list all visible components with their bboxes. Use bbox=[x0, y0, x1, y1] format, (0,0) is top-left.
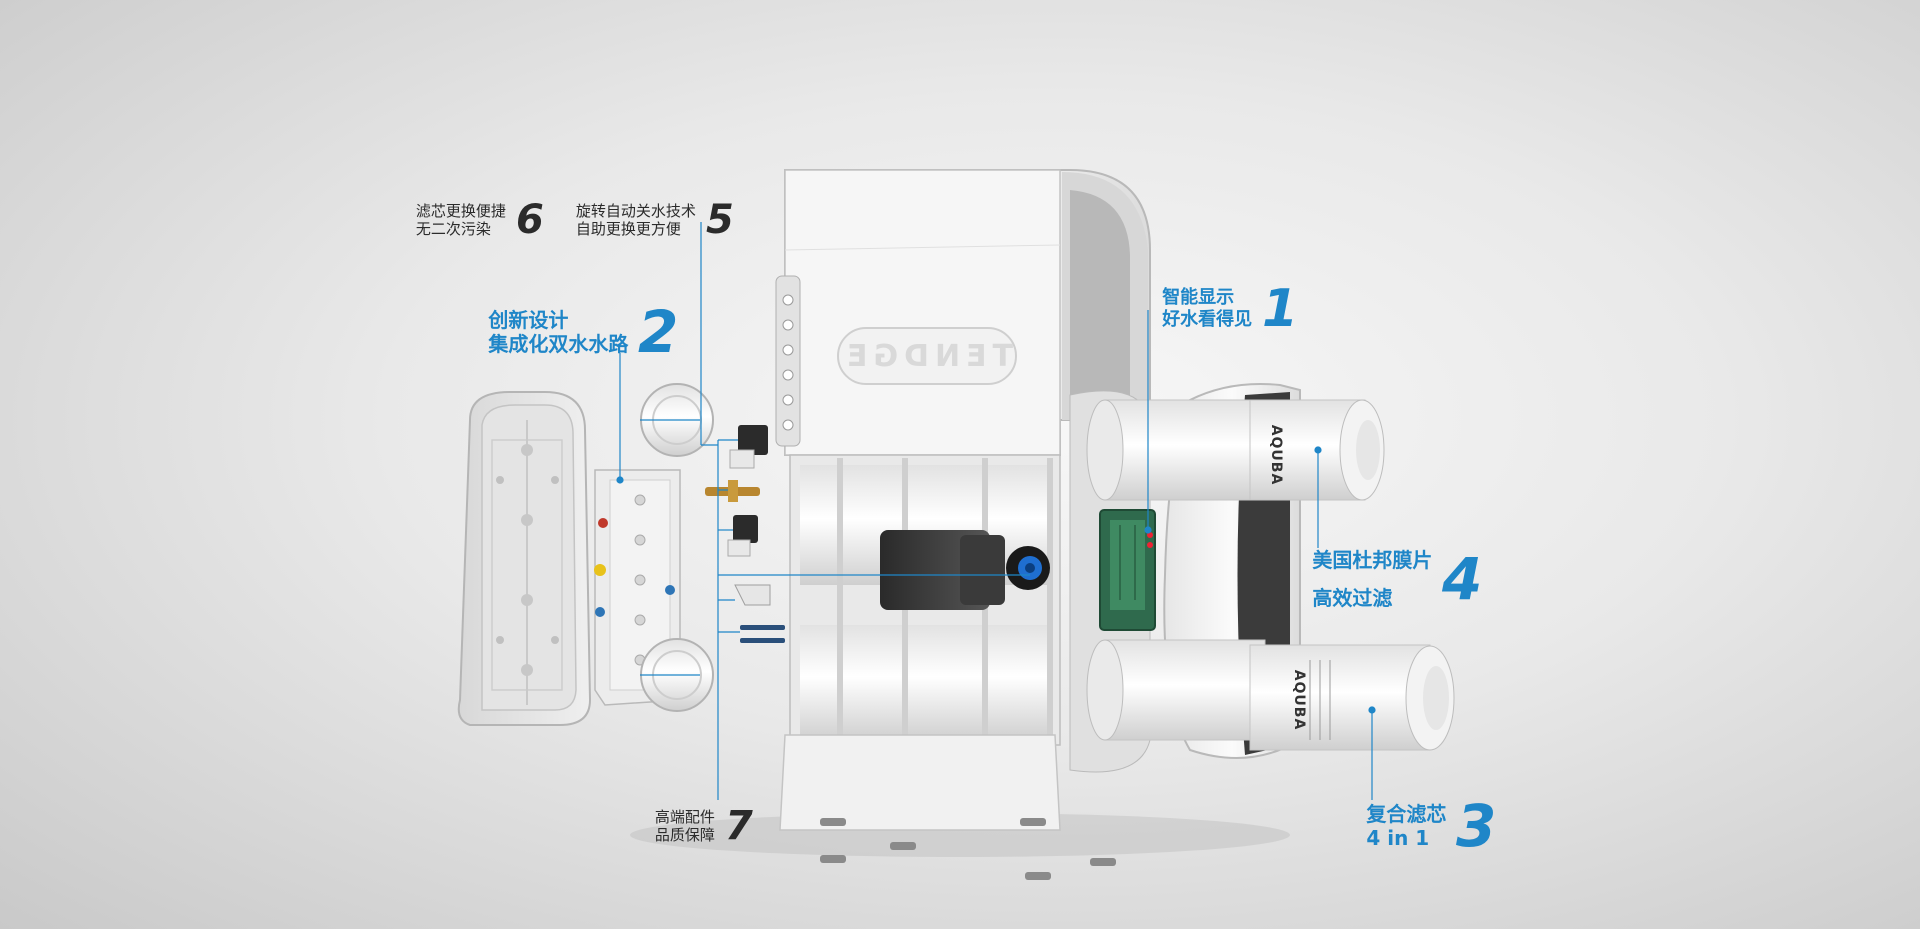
brand-logo-plate bbox=[837, 327, 1017, 385]
callout-2: 2 创新设计 集成化双水水路 bbox=[488, 298, 679, 366]
fittings bbox=[705, 425, 785, 643]
callout-2-number: 2 bbox=[638, 298, 679, 366]
callout-6-number: 6 bbox=[516, 197, 544, 243]
back-plate bbox=[457, 391, 592, 726]
callout-4-line2: 高效过滤 bbox=[1312, 586, 1392, 610]
callout-5-line1: 旋转自动关水技术 bbox=[576, 202, 697, 220]
callout-7-line2: 品质保障 bbox=[655, 826, 716, 844]
callout-3: 3 复合滤芯 4 in 1 bbox=[1366, 792, 1497, 860]
callout-6-line1: 滤芯更换便捷 bbox=[416, 202, 507, 220]
callout-4: 4 美国杜邦膜片 高效过滤 bbox=[1312, 545, 1483, 613]
filter-cartridge-top: AQUBA bbox=[1086, 399, 1385, 501]
callout-5: 5 旋转自动关水技术 自助更换更方便 bbox=[576, 197, 734, 243]
callout-3-line2: 4 in 1 bbox=[1366, 826, 1429, 850]
callout-6-line2: 无二次污染 bbox=[416, 220, 492, 238]
filter-cartridge-bottom: AQUBA bbox=[1086, 639, 1455, 751]
leader-lines bbox=[616, 222, 1376, 800]
callout-1-number: 1 bbox=[1262, 279, 1299, 339]
callout-7-number: 7 bbox=[725, 803, 753, 849]
callout-3-number: 3 bbox=[1456, 792, 1497, 860]
main-housing-hood: TENDGE bbox=[775, 169, 1151, 456]
callout-1-line1: 智能显示 bbox=[1162, 287, 1234, 309]
callout-2-line1: 创新设计 bbox=[488, 308, 568, 332]
callout-7-line1: 高端配件 bbox=[655, 808, 716, 826]
cartridge-logo-bottom: AQUBA bbox=[1291, 670, 1307, 731]
callout-5-line2: 自助更换更方便 bbox=[576, 220, 682, 238]
callout-3-line1: 复合滤芯 bbox=[1366, 802, 1446, 826]
brand-logo: TENDGE bbox=[841, 339, 1013, 374]
callout-1: 1 智能显示 好水看得见 bbox=[1162, 279, 1299, 339]
callout-1-line2: 好水看得见 bbox=[1162, 309, 1252, 330]
callout-2-line2: 集成化双水水路 bbox=[488, 332, 628, 356]
callout-4-line1: 美国杜邦膜片 bbox=[1312, 548, 1432, 572]
callout-4-number: 4 bbox=[1442, 545, 1483, 613]
callout-5-number: 5 bbox=[706, 197, 734, 243]
waterway-manifold bbox=[594, 383, 714, 712]
callout-7: 7 高端配件 品质保障 bbox=[655, 803, 753, 849]
lower-frame bbox=[779, 454, 1116, 880]
cartridge-logo-top: AQUBA bbox=[1268, 425, 1284, 486]
callout-6: 6 滤芯更换便捷 无二次污染 bbox=[416, 197, 544, 243]
